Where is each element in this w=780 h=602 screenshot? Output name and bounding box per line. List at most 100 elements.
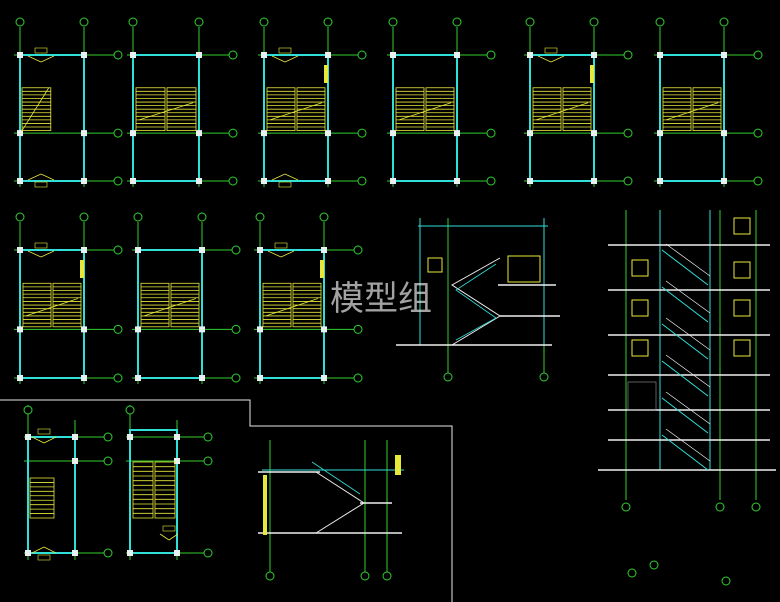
side-door-mark [324,65,328,83]
stair-section [258,440,404,581]
column-square [135,247,141,253]
axis-bubble [203,548,213,558]
stair-flight [170,282,200,328]
axis-bubble [203,456,213,466]
column-square [257,375,263,381]
door-swing [267,242,295,258]
axis-bubble [231,245,241,255]
window [733,217,751,235]
axis-bubble [382,571,392,581]
stair-plan-small [125,405,213,560]
axis-bubble [486,176,496,186]
stair-flight [395,87,425,132]
axis-bubble [125,405,135,415]
stair-flight [135,87,166,132]
axis-bubble [621,502,631,512]
column-square [130,178,136,184]
stair-wall [392,54,458,182]
window [631,299,649,317]
axis-bubble [623,128,633,138]
door-swing [159,525,179,541]
stair-plan [132,212,241,384]
stair-flight [140,282,170,328]
stair-run [661,434,709,471]
window [427,257,443,273]
column-square [17,178,23,184]
stair-plans [14,17,763,561]
axis-bubble [79,212,89,222]
column-square [17,52,23,58]
axis-bubble [194,17,204,27]
axis-bubble [113,245,123,255]
stair-flight [662,87,692,132]
door-swing [271,47,299,63]
stair-plan [254,212,363,384]
axis-bubble [539,372,549,382]
column-square [325,178,331,184]
axis-bubble [360,571,370,581]
axis-bubble [15,212,25,222]
column-square [196,178,202,184]
axis-bubble [357,128,367,138]
axis-bubble [113,324,123,334]
stair-plan [387,17,496,187]
stair-wall [132,54,200,182]
axis-bubble [753,176,763,186]
column-square [81,52,87,58]
stair-run [661,397,709,434]
axis-bubble [228,50,238,60]
axis-bubble [133,212,143,222]
stair-flight [532,87,562,132]
side-door-mark [590,65,594,83]
axis-bubble [721,576,731,586]
axis-bubble [231,324,241,334]
stair-run [661,286,709,323]
axis-bubble [103,548,113,558]
stair-run [661,360,709,397]
hatch-area [627,381,657,411]
stair-plan [14,212,123,384]
axis-bubble [203,432,213,442]
axis-bubble [113,373,123,383]
axis-bubble [113,50,123,60]
stair-run [665,354,711,388]
column-square [257,326,263,333]
stair-section [396,218,560,382]
column-square [261,130,267,137]
column-square [127,434,133,440]
stair-wall [529,54,595,182]
axis-bubble [197,212,207,222]
column-square [72,458,78,464]
axis-bubble [623,176,633,186]
window [733,339,751,357]
axis-bubble [255,212,265,222]
column-square [657,130,663,137]
axis-bubble [128,17,138,27]
axis-bubble [353,324,363,334]
stair-sections [258,210,776,586]
column-square [81,247,87,253]
column-square [72,550,78,556]
column-square [527,52,533,58]
column-square [81,326,87,333]
column-square [591,52,597,58]
column-square [174,434,180,440]
column-square [321,375,327,381]
stair-run [315,471,365,534]
column-square [72,434,78,440]
column-square [721,178,727,184]
column-square [25,434,31,440]
axis-bubble [265,571,275,581]
column-square [261,178,267,184]
column-square [657,52,663,58]
column-square [257,247,263,253]
door-swing [27,47,55,63]
column-square [196,130,202,137]
column-square [454,130,460,137]
stair-run [665,428,711,462]
stair-plan [127,17,238,187]
axis-bubble [525,17,535,27]
stair-run [665,391,711,425]
column-square [135,326,141,333]
door-swing [31,428,57,444]
